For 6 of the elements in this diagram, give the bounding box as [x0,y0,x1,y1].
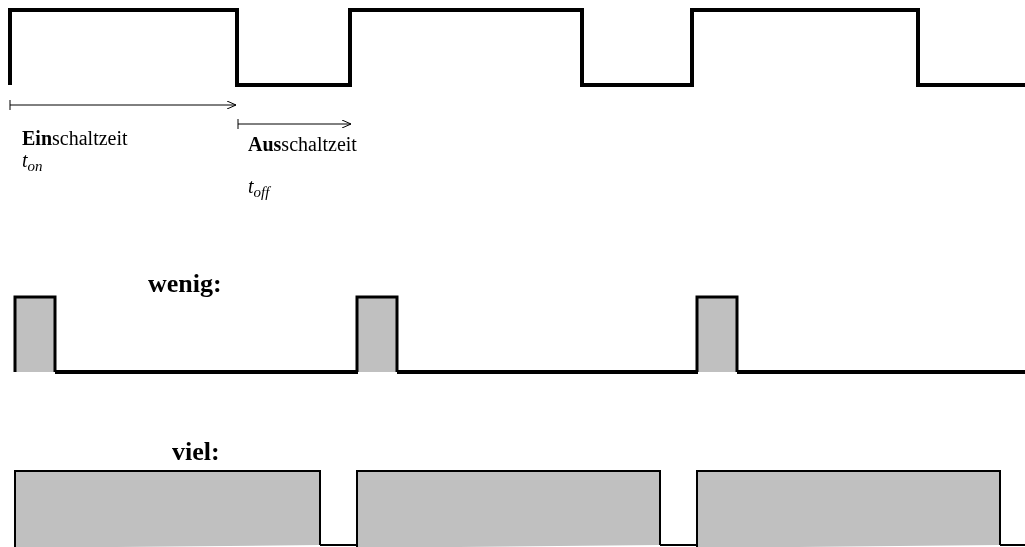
label-text: Ausschaltzeit [248,132,357,157]
formula-text: t$_{on}$ [22,148,43,173]
heading-text: wenig: [148,268,222,300]
formula-text: t$_{off}$ [248,174,270,199]
label-text: Einschaltzeit [22,126,128,151]
heading-text: viel: [172,436,220,468]
